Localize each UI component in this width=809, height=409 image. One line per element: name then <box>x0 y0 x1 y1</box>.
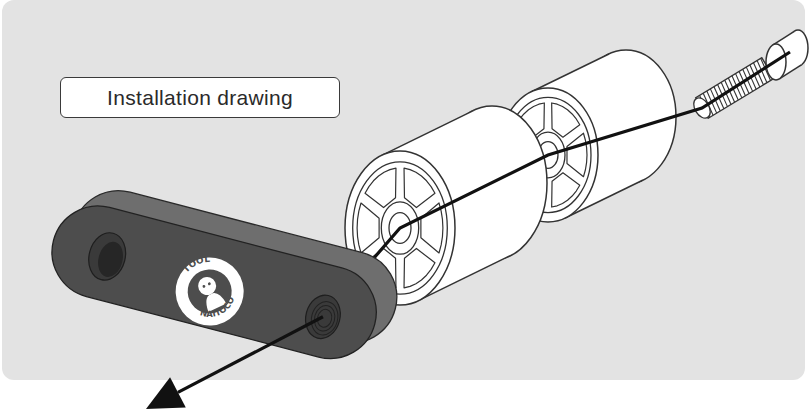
logo-text: TOOL <box>179 250 214 276</box>
plate-hole-inner <box>94 239 126 280</box>
logo-text: NAITOCO <box>196 292 241 325</box>
plate-hole <box>84 229 131 285</box>
assembly-axis <box>323 52 790 317</box>
roller-window <box>404 248 435 287</box>
logo-eye <box>208 282 212 286</box>
roller-edge <box>382 110 474 155</box>
parts-group: NAITOCO TOOL <box>39 30 808 409</box>
thread-ring <box>308 299 342 338</box>
logo-eye <box>202 285 206 289</box>
bolt <box>690 30 808 121</box>
roller-window <box>567 133 587 177</box>
bolt-head-edge <box>773 31 795 45</box>
roller-window <box>552 173 580 207</box>
direction-arrow-line <box>178 317 323 393</box>
brand-logo: NAITOCO TOOL <box>163 243 255 337</box>
logo-ring <box>164 246 255 337</box>
roller-edge <box>531 54 609 92</box>
roller-window <box>552 103 580 137</box>
threaded-hole <box>301 291 345 342</box>
background-panel <box>2 0 805 380</box>
slider-plate: NAITOCO TOOL <box>39 177 407 385</box>
roller-window <box>365 168 396 207</box>
thread-ring <box>312 303 338 333</box>
roller-window <box>357 203 379 253</box>
direction-arrow-head <box>146 377 186 409</box>
plate-face <box>42 196 386 369</box>
roller-window <box>404 168 435 207</box>
title-box: Installation drawing <box>60 77 340 118</box>
